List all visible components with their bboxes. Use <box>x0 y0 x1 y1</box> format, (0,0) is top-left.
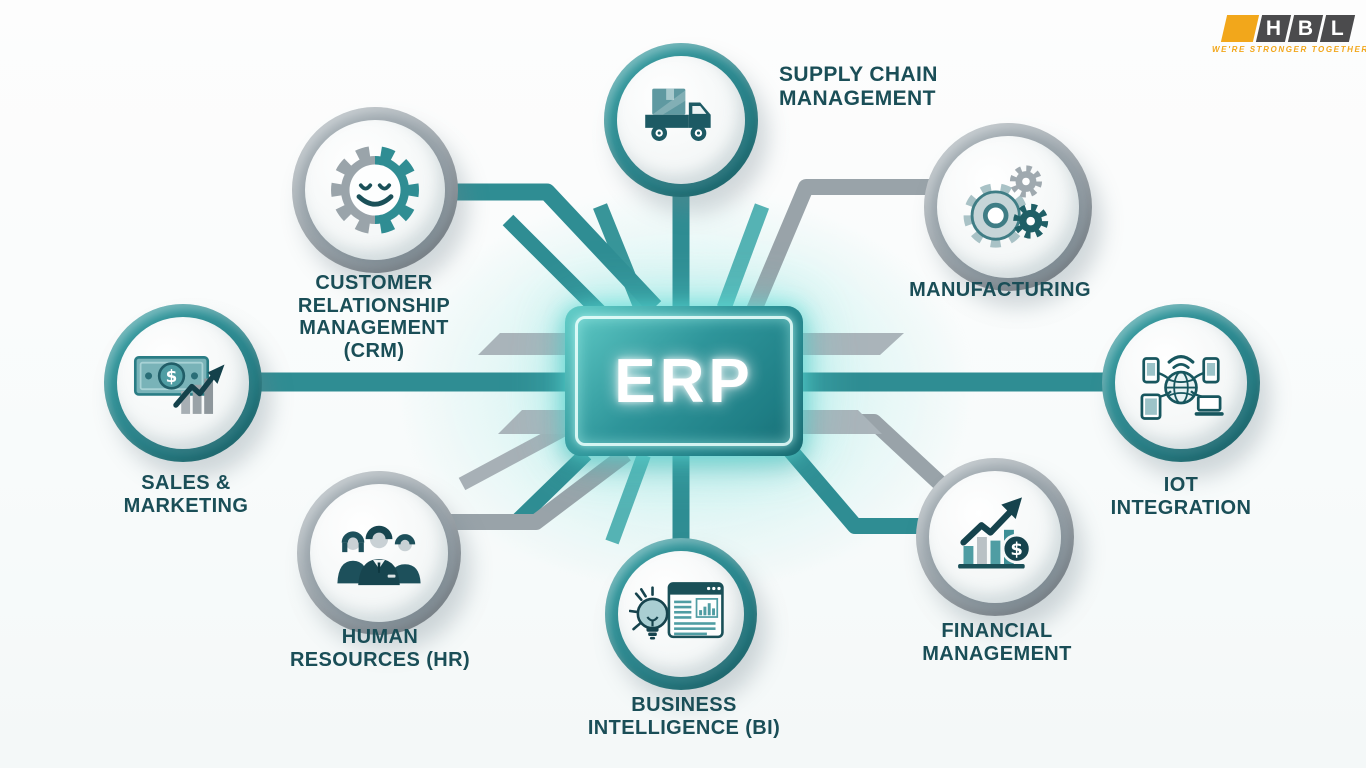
node-face <box>310 484 448 622</box>
label-crm: CUSTOMER RELATIONSHIP MANAGEMENT (CRM) <box>297 272 451 362</box>
erp-center-box: ERP <box>565 306 803 456</box>
svg-text:$: $ <box>166 366 178 386</box>
bulb-dashboard-icon <box>629 582 724 640</box>
label-manufacturing: MANUFACTURING <box>909 279 1091 301</box>
truck-icon <box>645 88 711 141</box>
label-business-intelligence: BUSINESS INTELLIGENCE (BI) <box>587 694 781 739</box>
logo-letter: H <box>1265 16 1282 40</box>
logo-letter-l: L <box>1319 15 1356 42</box>
node-sales-marketing: $ <box>104 304 262 462</box>
label-sales-marketing: SALES & MARKETING <box>123 472 249 517</box>
node-crm <box>292 107 458 273</box>
node-manufacturing <box>924 123 1092 291</box>
node-iot-integration <box>1102 304 1260 462</box>
logo-tagline: WE'RE STRONGER TOGETHER <box>1212 45 1366 54</box>
label-iot-integration: IOT INTEGRATION <box>1110 474 1252 519</box>
label-financial: FINANCIAL MANAGEMENT <box>922 620 1072 665</box>
logo-letter-b: B <box>1287 15 1324 42</box>
hbl-logo: H B L WE'RE STRONGER TOGETHER <box>1212 15 1366 54</box>
node-supply-chain <box>604 43 758 197</box>
money-chart-icon: $ <box>133 356 225 414</box>
label-hr: HUMAN RESOURCES (HR) <box>289 626 471 671</box>
people-icon <box>337 525 421 586</box>
growth-chart-dollar-icon: $ <box>958 497 1032 569</box>
logo-letter: B <box>1297 16 1314 40</box>
logo-letter-h: H <box>1255 15 1292 42</box>
node-face <box>929 471 1061 603</box>
node-financial: $ <box>916 458 1074 616</box>
svg-text:$: $ <box>1010 539 1023 560</box>
gears-icon <box>963 165 1049 248</box>
node-hr <box>297 471 461 635</box>
erp-title: ERP <box>614 346 754 416</box>
gear-smiley-icon <box>331 146 419 234</box>
logo-yellow-block <box>1220 15 1260 42</box>
node-business-intelligence <box>605 538 757 690</box>
label-supply-chain: SUPPLY CHAIN MANAGEMENT <box>779 63 938 110</box>
logo-letter: L <box>1331 16 1344 40</box>
connected-devices-icon <box>1140 355 1224 420</box>
